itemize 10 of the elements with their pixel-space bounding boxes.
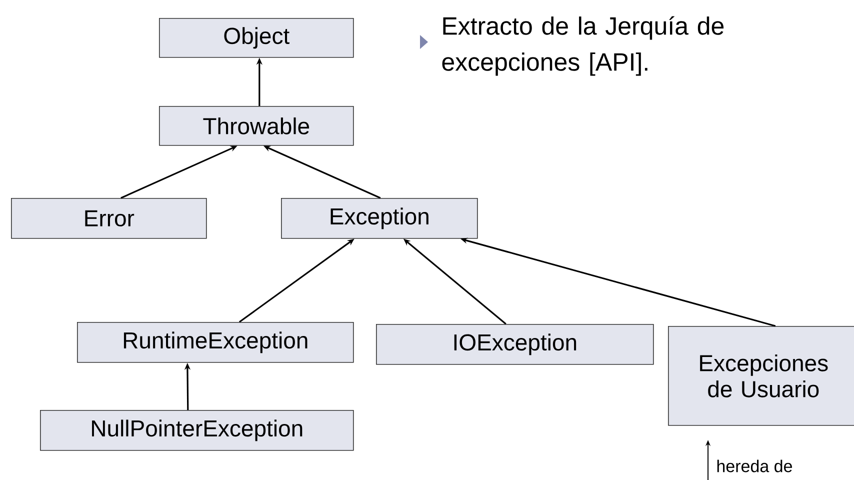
class-box: Excepciones de Usuario bbox=[668, 326, 854, 426]
bullet-text: Extracto de la Jerquía de excepciones [API]. bbox=[442, 16, 724, 76]
class-box: Throwable bbox=[159, 106, 354, 146]
class-box: Error bbox=[11, 198, 207, 239]
class-box: NullPointerException bbox=[40, 410, 354, 451]
class-box: Object bbox=[159, 18, 354, 58]
legend-text: hereda de bbox=[717, 460, 792, 472]
class-box: RuntimeException bbox=[77, 322, 354, 363]
class-box: IOException bbox=[376, 324, 654, 365]
class-box: Exception bbox=[281, 198, 478, 239]
